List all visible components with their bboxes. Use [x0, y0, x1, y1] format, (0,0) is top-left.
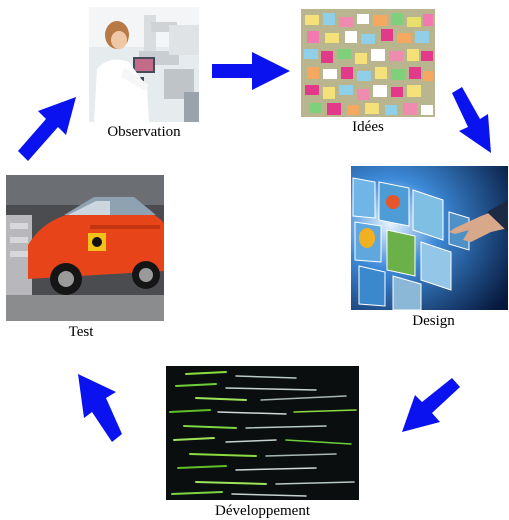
step-label-developpement: Développement	[215, 503, 310, 519]
arrow-ideas-to-design	[452, 87, 491, 153]
arrow-development-to-test	[78, 374, 122, 442]
step-label-observation: Observation	[107, 124, 181, 140]
design-photo	[351, 166, 508, 310]
ideas-photo	[301, 9, 435, 117]
observation-photo	[89, 7, 199, 122]
step-label-idees: Idées	[352, 119, 384, 135]
arrow-observation-to-ideas	[212, 52, 290, 90]
step-label-test: Test	[68, 324, 94, 340]
arrow-test-to-observation	[18, 97, 76, 161]
development-photo	[166, 366, 359, 500]
arrow-design-to-development	[402, 378, 460, 432]
test-photo	[6, 175, 164, 321]
step-label-design: Design	[412, 313, 455, 329]
